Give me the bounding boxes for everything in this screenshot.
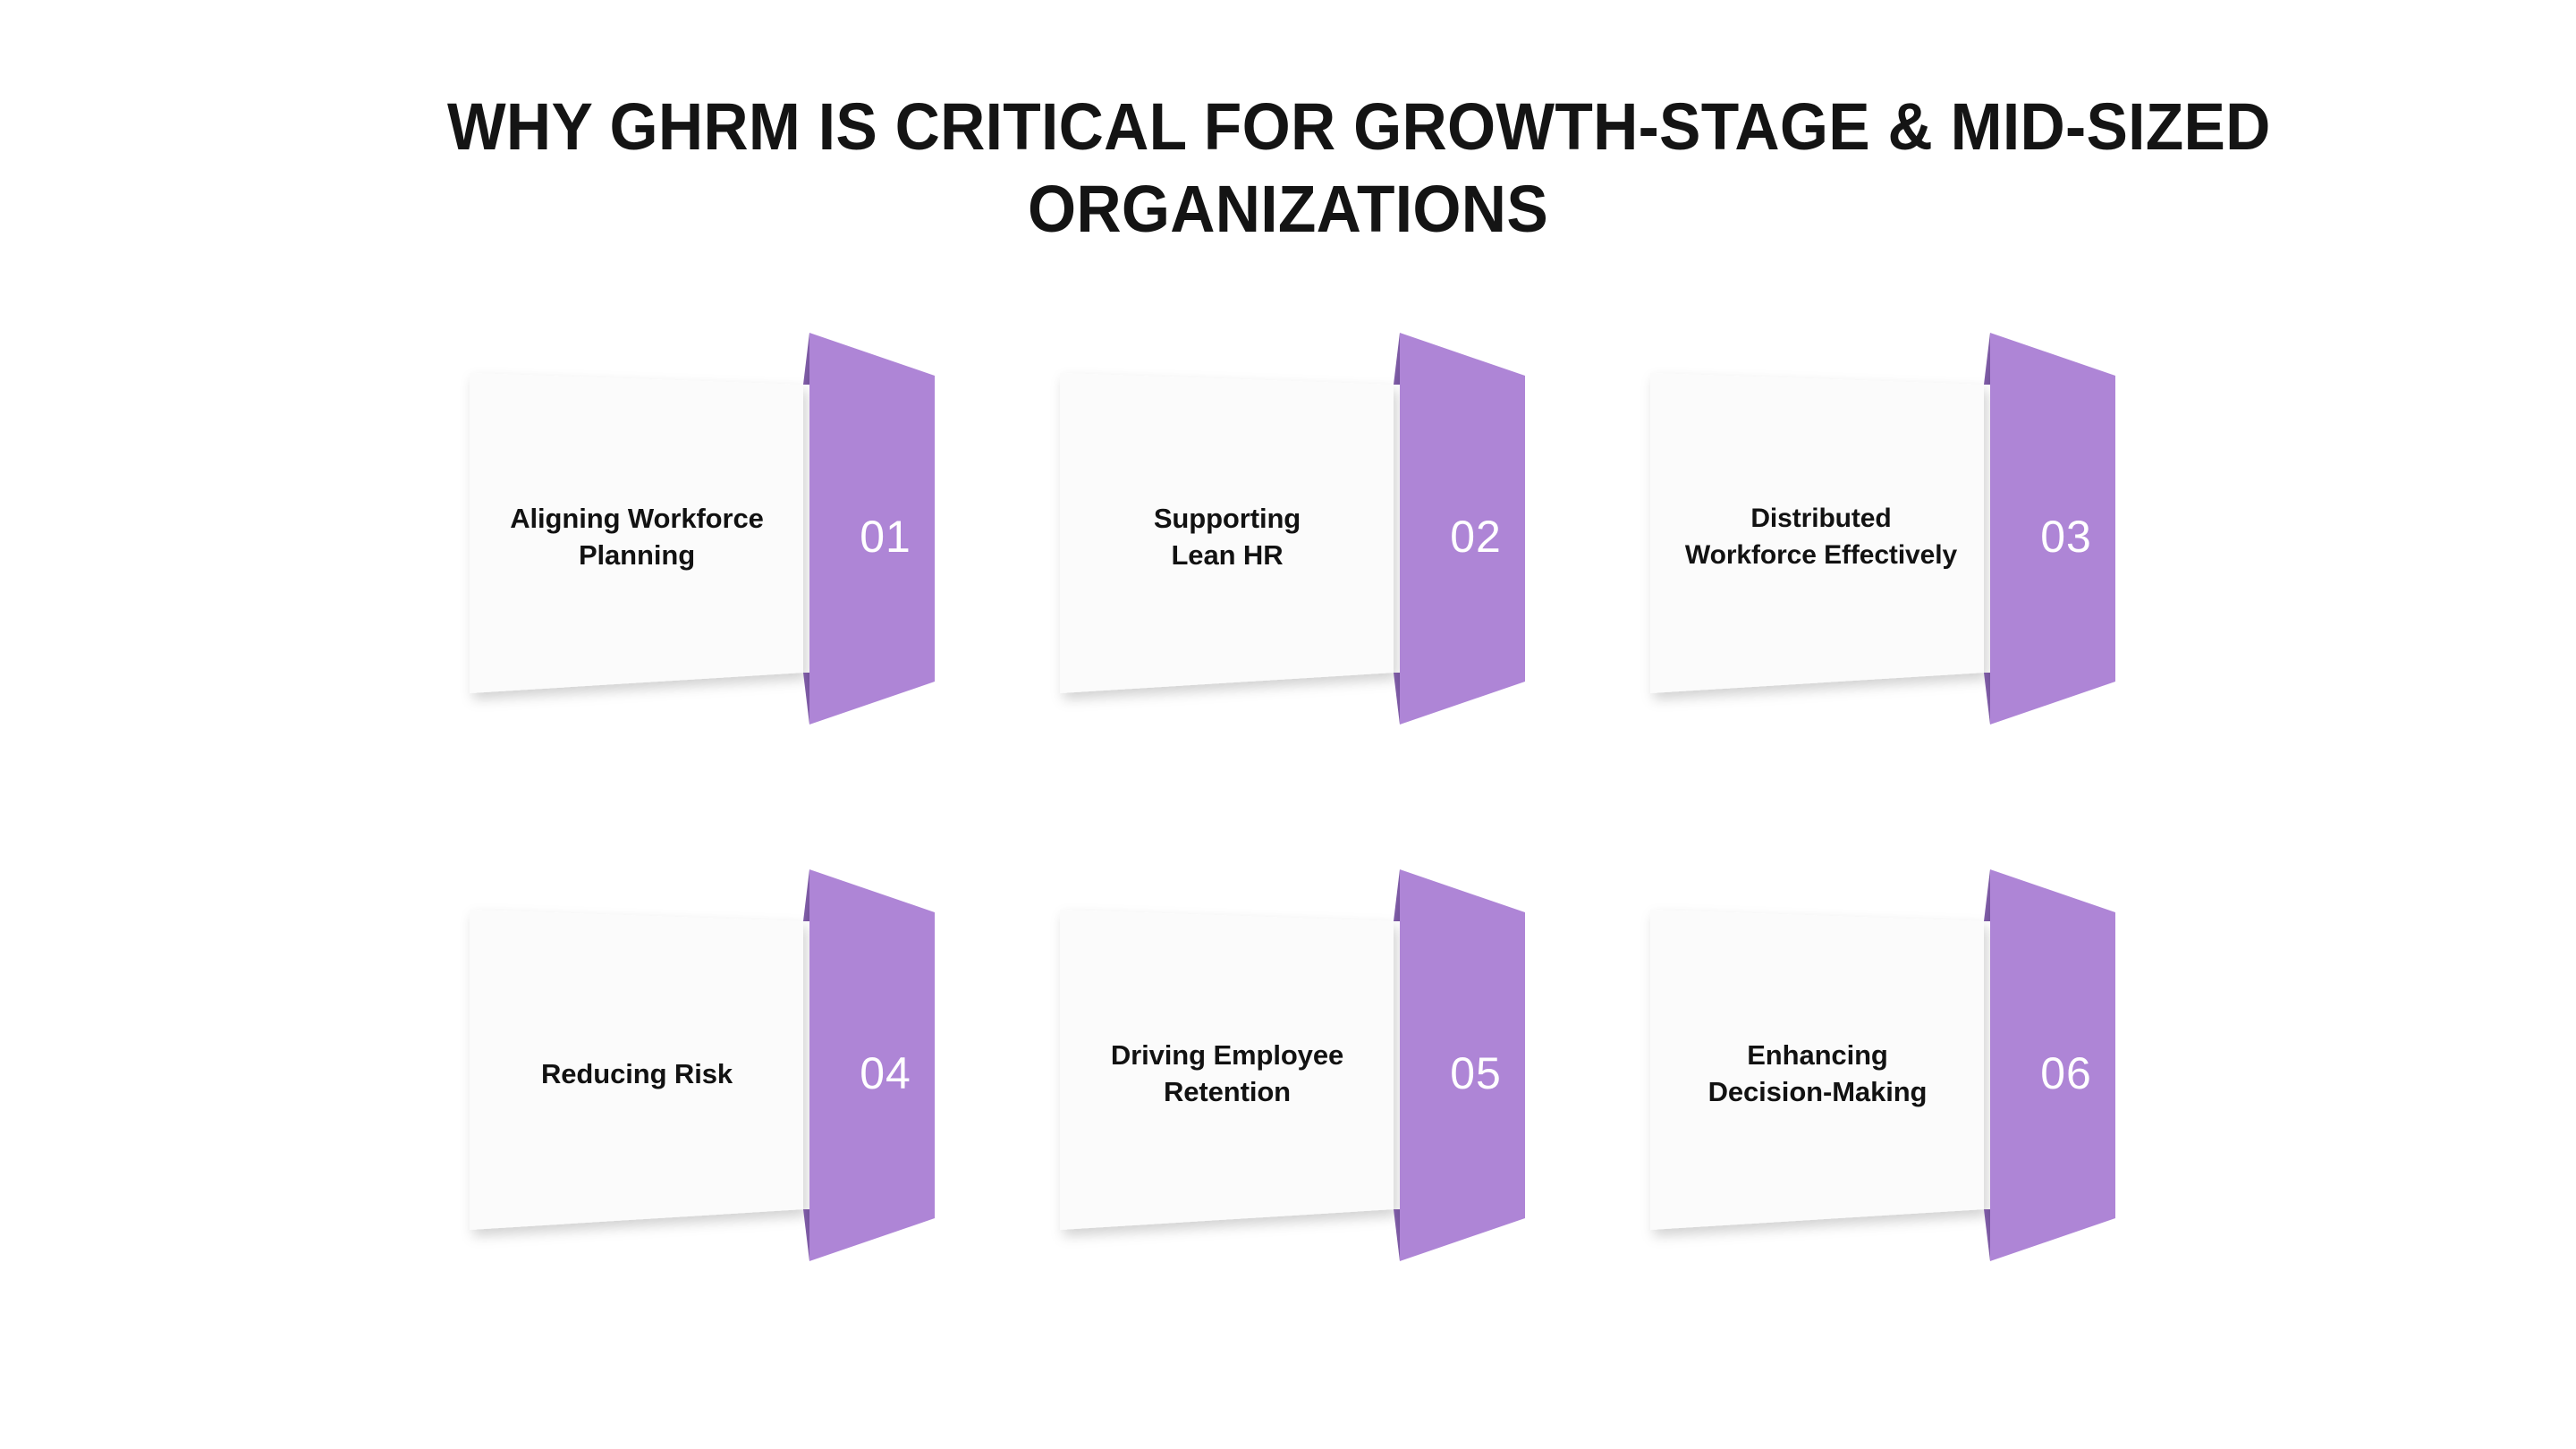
card-05-fold-bottom <box>1394 1209 1400 1261</box>
card-02[interactable]: Supporting Lean HR 02 <box>1055 326 1556 747</box>
card-05-graphic <box>1060 869 1525 1261</box>
card-01-ribbon <box>809 333 935 724</box>
card-02-fold-bottom <box>1394 673 1400 724</box>
card-04-ribbon <box>809 869 935 1261</box>
card-06-ribbon <box>1990 869 2115 1261</box>
card-01[interactable]: Aligning Workforce Planning 01 <box>465 326 966 747</box>
card-05-fold-top <box>1394 869 1400 921</box>
card-01-fold-bottom <box>803 673 809 724</box>
page-title-line-1: Why GHRM is Critical for Growth-Stage & … <box>447 89 2271 164</box>
card-01-graphic <box>470 333 935 724</box>
page-title-line-2: Organizations <box>1027 172 1549 246</box>
card-06-fold-top <box>1984 869 1990 921</box>
card-06[interactable]: Enhancing Decision-Making 06 <box>1646 863 2147 1284</box>
card-06-fold-bottom <box>1984 1209 1990 1261</box>
card-01-panel <box>470 373 803 693</box>
page-title: Why GHRM is Critical for Growth-Stage & … <box>394 86 2271 250</box>
card-02-fold-top <box>1394 333 1400 385</box>
card-03-panel <box>1650 373 1984 693</box>
card-04-fold-bottom <box>803 1209 809 1261</box>
card-04[interactable]: Reducing Risk 04 <box>465 863 966 1284</box>
card-04-fold-top <box>803 869 809 921</box>
card-05-panel <box>1060 910 1394 1230</box>
card-03-graphic <box>1650 333 2115 724</box>
card-06-graphic <box>1650 869 2115 1261</box>
card-03-fold-bottom <box>1984 673 1990 724</box>
card-06-panel <box>1650 910 1984 1230</box>
card-02-graphic <box>1060 333 1525 724</box>
card-05-ribbon <box>1400 869 1525 1261</box>
card-02-panel <box>1060 373 1394 693</box>
card-01-fold-top <box>803 333 809 385</box>
card-03-ribbon <box>1990 333 2115 724</box>
card-04-graphic <box>470 869 935 1261</box>
card-05[interactable]: Driving Employee Retention 05 <box>1055 863 1556 1284</box>
card-02-ribbon <box>1400 333 1525 724</box>
card-04-panel <box>470 910 803 1230</box>
card-03-fold-top <box>1984 333 1990 385</box>
card-03[interactable]: Distributed Workforce Effectively 03 <box>1646 326 2147 747</box>
